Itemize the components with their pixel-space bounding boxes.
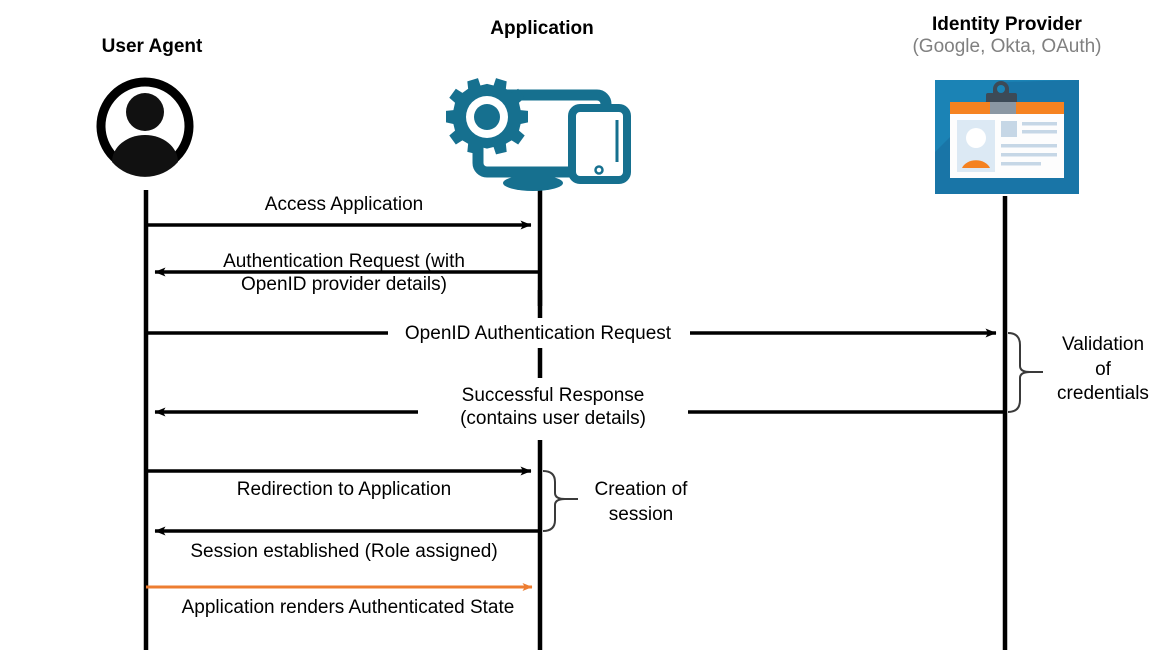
note-label-validation-of-credentials: Validation of credentials (1057, 334, 1149, 405)
message-label-authentication-request: Authentication Request (with OpenID prov… (223, 251, 465, 296)
actor-title-user-agent: User Agent (101, 36, 203, 57)
actor-title-application: Application (490, 18, 594, 39)
note-label-creation-of-session: Creation of session (594, 479, 688, 525)
id-badge-icon (935, 80, 1079, 194)
user-avatar-icon (96, 77, 194, 177)
message-label-application-renders-authenticated-state: Application renders Authenticated State (181, 597, 515, 618)
actor-header-identity-provider: Identity Provider (Google, Okta, OAuth) (895, 14, 1119, 58)
actor-title-identity-provider: Identity Provider (932, 14, 1082, 35)
brace-validation-of-credentials (1007, 332, 1031, 413)
message-label-access-application: Access Application (264, 194, 424, 215)
actor-header-application: Application (432, 18, 652, 40)
message-label-openid-authentication-request: OpenID Authentication Request (388, 322, 688, 346)
actor-subtitle-identity-provider: (Google, Okta, OAuth) (912, 35, 1102, 57)
application-devices-icon (446, 78, 631, 191)
actor-header-user-agent: User Agent (42, 36, 262, 58)
message-label-redirection-to-application: Redirection to Application (236, 479, 452, 500)
message-label-session-established: Session established (Role assigned) (190, 541, 498, 562)
message-label-successful-response: Successful Response (contains user detai… (418, 384, 688, 431)
brace-creation-of-session (542, 470, 566, 532)
